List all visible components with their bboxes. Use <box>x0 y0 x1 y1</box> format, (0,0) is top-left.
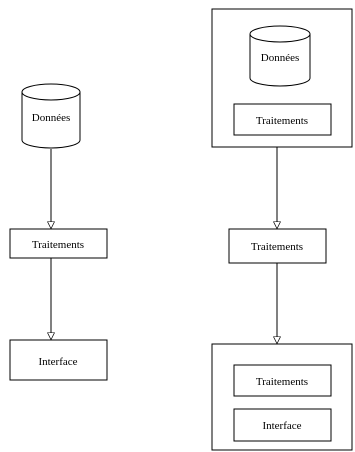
right-bottom-processing-box: Traitements <box>233 364 332 397</box>
left-database-label: Données <box>32 112 71 124</box>
left-database: Données <box>21 83 81 149</box>
right-database: Données <box>249 25 311 87</box>
right-top-group: Données Traitements <box>211 8 353 148</box>
right-bottom-group: Traitements Interface <box>211 343 353 451</box>
left-interface-box: Interface <box>9 339 108 381</box>
right-bottom-processing-label: Traitements <box>256 376 308 388</box>
left-interface-label: Interface <box>38 356 77 368</box>
right-top-processing-label: Traitements <box>256 115 308 127</box>
right-bottom-interface-label: Interface <box>262 420 301 432</box>
right-middle-processing-label: Traitements <box>251 241 303 253</box>
right-top-processing-box: Traitements <box>233 103 332 136</box>
right-database-label: Données <box>261 52 300 64</box>
left-processing-label: Traitements <box>32 239 84 251</box>
left-processing-box: Traitements <box>9 228 108 259</box>
right-bottom-interface-box: Interface <box>233 408 332 442</box>
right-middle-processing-box: Traitements <box>228 228 327 264</box>
